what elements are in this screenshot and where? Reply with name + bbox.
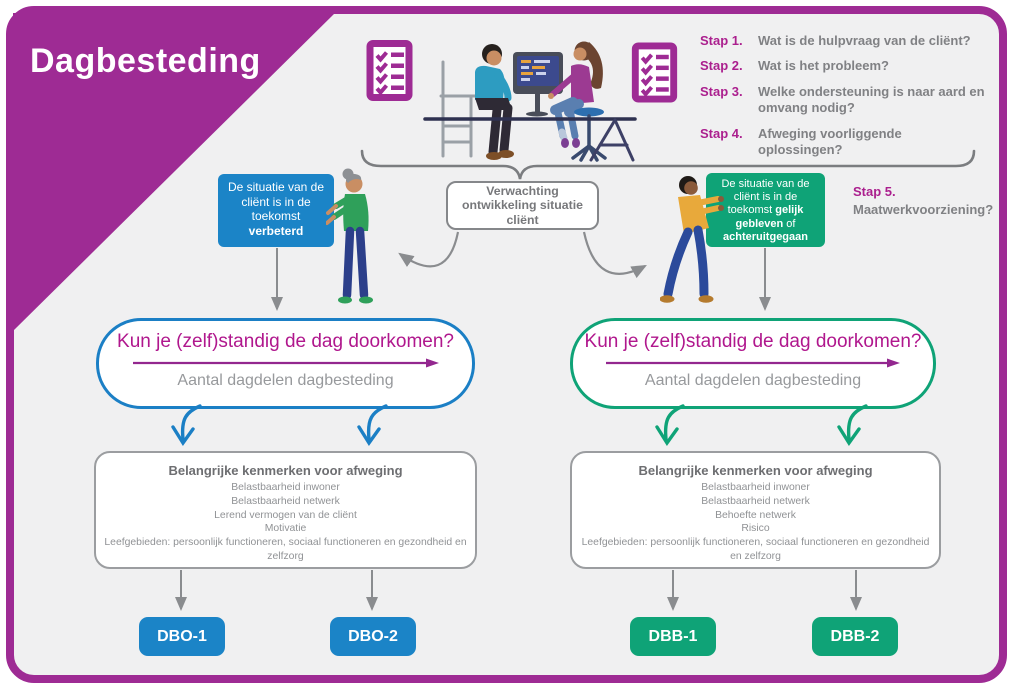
outcome-button-dbb1[interactable]: DBB-1 — [630, 617, 716, 656]
step-text: Wat is de hulpvraag van de cliënt? — [758, 33, 971, 48]
standing-woman-illustration — [326, 168, 373, 304]
step-label: Stap 3. — [700, 83, 743, 99]
client-consult-illustration — [423, 41, 637, 162]
step-label: Stap 5. — [853, 184, 896, 199]
kenmerken-item: Leefgebieden: persoonlijk functioneren, … — [104, 537, 467, 563]
situation-text-bold: verbeterd — [248, 223, 304, 238]
checklist-icon — [631, 42, 678, 103]
situation-text: De situatie van de cliënt is in de toeko… — [227, 180, 325, 224]
step-label: Stap 2. — [700, 58, 743, 74]
kenmerken-item: Risico — [741, 523, 770, 535]
kenmerken-item: Belastbaarheid inwoner — [231, 482, 340, 493]
outcome-button-dbo2[interactable]: DBO-2 — [330, 617, 416, 656]
scale-arrow-icon — [132, 358, 439, 368]
situation-text-bold: achteruitgegaan — [723, 230, 808, 243]
kenmerken-title: Belangrijke kenmerken voor afweging — [168, 463, 403, 478]
situation-text: of — [783, 217, 796, 230]
kenmerken-box-right: Belangrijke kenmerken voor afweging Bela… — [570, 451, 941, 569]
situation-text: De situatie van de cliënt is in de toeko… — [721, 178, 810, 217]
step-label: Stap 1. — [700, 33, 743, 48]
expectation-box: Verwachting ontwikkeling situatie cliënt — [446, 181, 599, 230]
kenmerken-item: Lerend vermogen van de cliënt — [214, 509, 357, 521]
outcome-button-dbo1[interactable]: DBO-1 — [139, 617, 225, 656]
standing-man-illustration — [660, 176, 724, 303]
kenmerken-item: Belastbaarheid netwerk — [701, 495, 810, 507]
steps-list: Stap 1. Wat is de hulpvraag van de cliën… — [700, 33, 985, 158]
step-label: Stap 4. — [700, 125, 743, 141]
situation-same-or-worse-box: De situatie van de cliënt is in de toeko… — [706, 173, 825, 247]
expectation-text: Verwachting ontwikkeling situatie cliënt — [462, 184, 583, 227]
step-text: Welke ondersteuning is naar aard en omva… — [758, 83, 985, 116]
kenmerken-title: Belangrijke kenmerken voor afweging — [638, 463, 873, 478]
checklist-icon — [366, 40, 413, 101]
kenmerken-item: Belastbaarheid inwoner — [701, 482, 810, 493]
situation-text-bold: gelijk gebleven — [735, 204, 804, 230]
step-text: Maatwerkvoorziening? — [853, 202, 994, 218]
step-text: Wat is het probleem? — [758, 58, 889, 74]
kenmerken-box-left: Belangrijke kenmerken voor afweging Bela… — [94, 451, 477, 569]
step-text: Afweging voorliggende oplossingen? — [758, 125, 902, 157]
scale-arrow-icon — [606, 358, 900, 368]
kenmerken-item: Motivatie — [264, 523, 307, 535]
scale-label: Aantal dagdelen dagbesteding — [177, 372, 394, 389]
question-box-right: Kun je (zelf)standig de dag doorkomen? A… — [570, 318, 936, 409]
step5-block: Stap 5. Maatwerkvoorziening? — [853, 183, 998, 219]
question-text: Kun je (zelf)standig de dag doorkomen? — [117, 331, 454, 352]
situation-improved-box: De situatie van de cliënt is in de toeko… — [218, 174, 334, 247]
outcome-button-dbb2[interactable]: DBB-2 — [812, 617, 898, 656]
kenmerken-item: Behoefte netwerk — [715, 509, 796, 521]
kenmerken-item: Leefgebieden: persoonlijk functioneren, … — [581, 537, 930, 563]
question-box-left: Kun je (zelf)standig de dag doorkomen? A… — [96, 318, 475, 409]
kenmerken-item: Belastbaarheid netwerk — [231, 495, 340, 507]
question-text: Kun je (zelf)standig de dag doorkomen? — [584, 331, 922, 352]
page-title: Dagbesteding — [30, 42, 261, 80]
scale-label: Aantal dagdelen dagbesteding — [644, 372, 862, 389]
